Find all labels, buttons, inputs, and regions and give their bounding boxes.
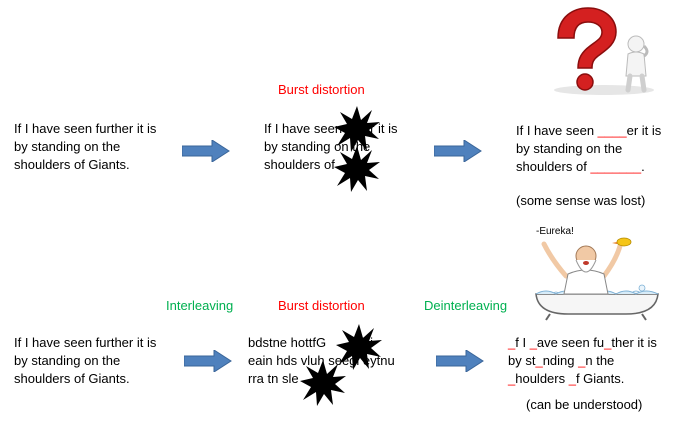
burst-icon [334,106,380,152]
text-line: shoulders of [264,157,335,172]
text-line: by standing on the [14,139,121,154]
text-line: by st_nding _n the [508,352,657,370]
right-arrow-icon [436,350,484,372]
text-line: If I have seen further it is [14,335,157,350]
text-line: by standing on the [14,353,121,368]
top-original-text: If I have seen further it is by standing… [14,120,156,174]
text-fragment: . [641,159,645,174]
missing-blank: _ [529,335,537,350]
text-line: If I have seen ____er it is [516,122,661,140]
missing-blank: _ [535,353,543,368]
burst-icon [336,324,382,370]
text-fragment: ave seen fu [536,335,605,350]
deinterleaving-label: Deinterleaving [424,298,508,313]
text-fragment: f I [515,335,530,350]
bottom-original-text: If I have seen further it is by standing… [14,334,156,388]
right-arrow-icon [184,350,232,372]
text-fragment: If I have seen [264,121,343,136]
missing-blank: _______ [590,159,642,174]
text-line: by standing on the [516,141,623,156]
eureka-bathtub-icon [535,237,659,321]
text-fragment: ther it is [611,335,657,350]
burst-icon [300,360,346,406]
missing-blank: _ [508,335,516,350]
text-fragment: by standing on [264,139,349,154]
text-fragment: f Giants. [575,371,625,386]
missing-blank: ____ [597,123,627,138]
top-burst-label: Burst distortion [278,82,365,97]
text-fragment: er it is [626,123,662,138]
missing-blank: _ [508,371,516,386]
text-line: shoulders of _______. [516,158,661,176]
text-fragment: shoulders of [516,159,591,174]
recovered-text: _f I _ave seen fu_ther it is by st_nding… [508,334,657,388]
text-line: shoulders of Giants. [14,371,130,386]
missing-blank: _ [604,335,612,350]
top-received-text: If I have seen ____er it is by standing … [516,122,661,176]
text-line: If I have seen further it is [14,121,157,136]
eureka-caption: -Eureka! [536,226,574,237]
text-fragment: by st [508,353,536,368]
top-note: (some sense was lost) [516,193,646,208]
burst-icon [334,146,380,192]
text-fragment: If I have seen [516,123,598,138]
bottom-note: (can be understood) [526,397,643,412]
text-fragment: houlders [515,371,569,386]
text-fragment: n the [585,353,615,368]
text-fragment: bdstne hottfG [248,335,327,350]
question-mark-figure-icon [540,4,668,96]
text-line: shoulders of Giants. [14,157,130,172]
text-line: _f I _ave seen fu_ther it is [508,334,657,352]
text-line: If I have seen r it is [264,120,398,138]
text-fragment: r it is [370,121,398,136]
right-arrow-icon [434,140,482,162]
right-arrow-icon [182,140,230,162]
bottom-burst-label: Burst distortion [278,298,365,313]
text-line: rra tn sle [248,371,299,386]
interleaving-label: Interleaving [166,298,234,313]
missing-blank: _ [568,371,576,386]
text-fragment: nding [542,353,579,368]
missing-blank: _ [578,353,586,368]
text-line: _houlders _f Giants. [508,370,657,388]
